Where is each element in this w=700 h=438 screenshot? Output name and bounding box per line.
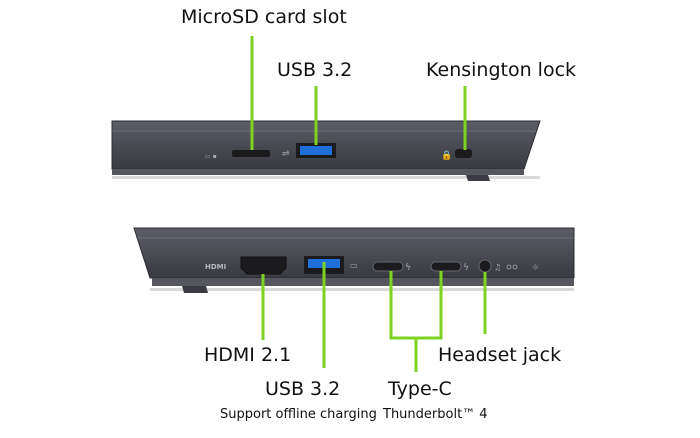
usb-top-label: USB 3.2 — [277, 59, 353, 81]
battery-charge-icon: ▭ — [350, 261, 358, 270]
microsd-label: MicroSD card slot — [181, 6, 347, 28]
laptop-left-side: HDMI ▭ ϟ ϟ ♫ ☼ — [133, 227, 575, 372]
usb-symbol-icon: ⇌ — [282, 149, 290, 159]
microsd-port-icon: ▭ ▪ — [205, 153, 217, 160]
thunderbolt-icon-1: ϟ — [405, 263, 411, 273]
typec-port-1 — [372, 261, 404, 272]
typec-port-2 — [430, 261, 462, 272]
lock-icon: 🔒 — [441, 150, 452, 161]
led-indicator-1 — [506, 264, 512, 270]
led-indicator-2 — [512, 264, 518, 270]
hdmi-port — [240, 256, 287, 275]
usb-bottom-label: USB 3.2 — [265, 378, 341, 400]
usb-sub-label: Support offline charging — [220, 407, 377, 422]
typec-sub-label: Thunderbolt™ 4 — [383, 407, 488, 422]
hdmi-logo: HDMI — [205, 263, 226, 271]
bottom-base-strip — [152, 278, 574, 286]
typec-label: Type-C — [388, 378, 452, 400]
headset-label: Headset jack — [438, 344, 562, 366]
headset-jack — [478, 259, 492, 273]
top-shadow — [112, 176, 540, 179]
bottom-foot — [182, 286, 208, 293]
headset-icon: ♫ — [494, 263, 501, 272]
usb-a-port-top-tongue — [300, 146, 332, 155]
top-foot — [466, 175, 490, 181]
laptop-right-side: ▭ ▪ ⇌ 🔒 — [111, 36, 541, 181]
kensington-label: Kensington lock — [426, 59, 577, 81]
bottom-shadow — [150, 288, 574, 291]
hdmi-label: HDMI 2.1 — [204, 344, 292, 366]
microsd-slot — [232, 150, 270, 157]
kensington-slot — [455, 149, 472, 158]
power-light-icon: ☼ — [532, 263, 539, 272]
top-base-strip — [112, 169, 524, 175]
thunderbolt-icon-2: ϟ — [463, 263, 469, 273]
bottom-chassis — [133, 227, 575, 279]
